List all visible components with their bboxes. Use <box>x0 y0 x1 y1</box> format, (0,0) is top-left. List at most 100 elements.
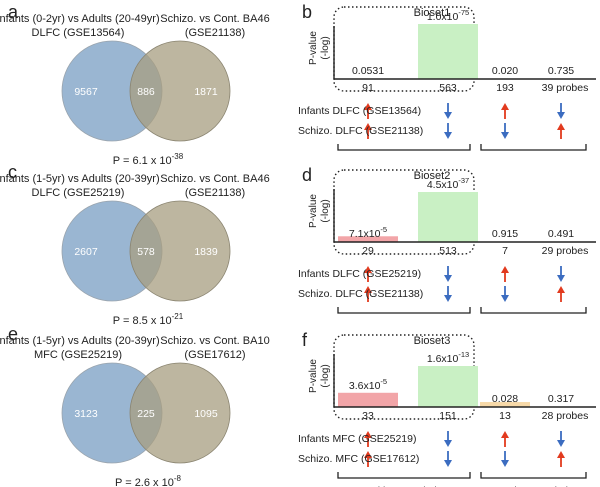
row1-arrow-2-head <box>501 103 509 110</box>
venn-left-count: 9567 <box>74 86 98 98</box>
bioset-title: Bioset1 <box>414 7 451 19</box>
venn-pvalue-exp: -8 <box>174 474 182 483</box>
row1-arrow-1-head <box>444 112 452 119</box>
bar-value-label-2: 0.915 <box>492 228 518 240</box>
row1-arrow-1 <box>444 266 452 282</box>
bar-1 <box>418 24 478 79</box>
bar-value-label-0-base: 3.6x10 <box>349 380 381 392</box>
bar-1 <box>418 366 478 407</box>
row2-arrow-3 <box>557 286 565 302</box>
row2-arrow-1 <box>444 286 452 302</box>
bar-value-label-1: 1.6x10-13 <box>427 350 469 365</box>
row2-arrow-2 <box>501 123 509 139</box>
venn-pvalue-exp: -21 <box>172 312 184 321</box>
bar-1 <box>418 192 478 242</box>
row2-arrow-1-head <box>444 460 452 467</box>
bar-count-2: 13 <box>499 410 511 422</box>
ylabel-line1: P-value <box>308 194 319 228</box>
bar-count-2: 7 <box>502 245 508 257</box>
row-label-infants: Infants DLFC (GSE13564) <box>298 105 421 117</box>
left-title-line2: DLFC (GSE13564) <box>32 27 125 39</box>
ylabel-line2: (-log) <box>320 199 331 222</box>
bar-count-0: 29 <box>362 245 374 257</box>
row2-arrow-3-head <box>557 451 565 458</box>
row2-arrow-0 <box>364 451 372 467</box>
venn-right-count: 1095 <box>194 408 218 420</box>
panel-letter: b <box>302 2 312 22</box>
row1-arrow-1-head <box>444 440 452 447</box>
bar-value-label-0: 7.1x10-5 <box>349 225 387 240</box>
negative-bracket <box>480 472 587 479</box>
positive-bracket <box>337 144 471 151</box>
venn-pvalue-exp: -38 <box>172 152 184 161</box>
left-title-line1: Infants (0-2yr) vs Adults (20-49yr) <box>0 13 160 25</box>
row1-arrow-3-head <box>557 440 565 447</box>
bar-count-1: 513 <box>439 245 457 257</box>
positive-bracket <box>337 472 471 479</box>
left-title-line1: Infants (1-5yr) vs Adults (20-39yr) <box>0 335 160 347</box>
row2-arrow-1-head <box>444 132 452 139</box>
venn-right-circle <box>129 362 231 464</box>
bar-value-label-1-exp: -75 <box>458 8 469 17</box>
row1-arrow-2 <box>501 431 509 447</box>
row1-arrow-3 <box>557 431 565 447</box>
bar-value-label-0: 0.0531 <box>352 65 384 77</box>
bar-0 <box>338 236 398 242</box>
row2-arrow-0 <box>364 286 372 302</box>
venn-right-count: 1871 <box>194 86 218 98</box>
row2-arrow-2-head <box>501 460 509 467</box>
bar-value-label-0: 3.6x10-5 <box>349 377 387 392</box>
bar-value-label-1-base: 4.5x10 <box>427 179 459 191</box>
row1-arrow-0-head <box>364 266 372 273</box>
row1-arrow-3 <box>557 103 565 119</box>
positive-correlation-label: Positive correlation <box>360 485 449 487</box>
bar-value-label-3: 0.491 <box>548 228 574 240</box>
bar-value-label-1-exp: -13 <box>458 350 469 359</box>
bar-count-3: 39 probes <box>542 82 589 94</box>
bar-value-label-1-exp: -37 <box>458 176 469 185</box>
row-label-schizo: Schizo. DLFC (GSE21138) <box>298 288 423 300</box>
positive-correlation-box <box>333 6 475 92</box>
row-label-schizo: Schizo. MFC (GSE17612) <box>298 453 419 465</box>
bioset-title: Bioset2 <box>414 170 451 182</box>
venn-right-circle <box>129 200 231 302</box>
panel-letter: d <box>302 165 312 185</box>
panel-letter: c <box>8 162 17 182</box>
bar-count-1: 563 <box>439 82 457 94</box>
left-title-line2: MFC (GSE25219) <box>34 349 122 361</box>
right-title-line2: (GSE21138) <box>185 27 245 39</box>
ylabel-line1: P-value <box>308 359 319 393</box>
row2-arrow-3 <box>557 451 565 467</box>
ylabel-line2: (-log) <box>320 36 331 59</box>
row2-arrow-0-head <box>364 123 372 130</box>
row1-arrow-0-head <box>364 431 372 438</box>
bioset-title: Bioset3 <box>414 335 451 347</box>
row1-arrow-3 <box>557 266 565 282</box>
bar-count-3: 29 probes <box>542 245 589 257</box>
venn-pvalue-base: P = 2.6 x 10 <box>115 477 174 487</box>
venn-pvalue-base: P = 6.1 x 10 <box>113 155 172 167</box>
bar-count-2: 193 <box>496 82 514 94</box>
positive-correlation-box <box>333 169 475 255</box>
right-title-line1: Schizo. vs Cont. BA46 <box>160 13 269 25</box>
venn-right-circle <box>129 40 231 142</box>
venn-pvalue: P = 2.6 x 10-8 <box>115 474 181 487</box>
row-label-infants: Infants MFC (GSE25219) <box>298 433 416 445</box>
row1-arrow-2-head <box>501 266 509 273</box>
row1-arrow-2 <box>501 266 509 282</box>
row1-arrow-1 <box>444 431 452 447</box>
row1-arrow-0 <box>364 103 372 119</box>
negative-bracket <box>480 144 587 151</box>
bar-count-0: 91 <box>362 82 374 94</box>
row2-arrow-0 <box>364 123 372 139</box>
row2-arrow-2 <box>501 451 509 467</box>
row1-arrow-2 <box>501 103 509 119</box>
positive-correlation-box <box>333 334 475 420</box>
row2-arrow-3 <box>557 123 565 139</box>
positive-bracket <box>337 307 471 314</box>
row2-arrow-1-head <box>444 295 452 302</box>
right-title-line2: (GSE21138) <box>185 187 245 199</box>
bar-value-label-1-base: 1.0x10 <box>427 11 459 23</box>
row2-arrow-3-head <box>557 123 565 130</box>
